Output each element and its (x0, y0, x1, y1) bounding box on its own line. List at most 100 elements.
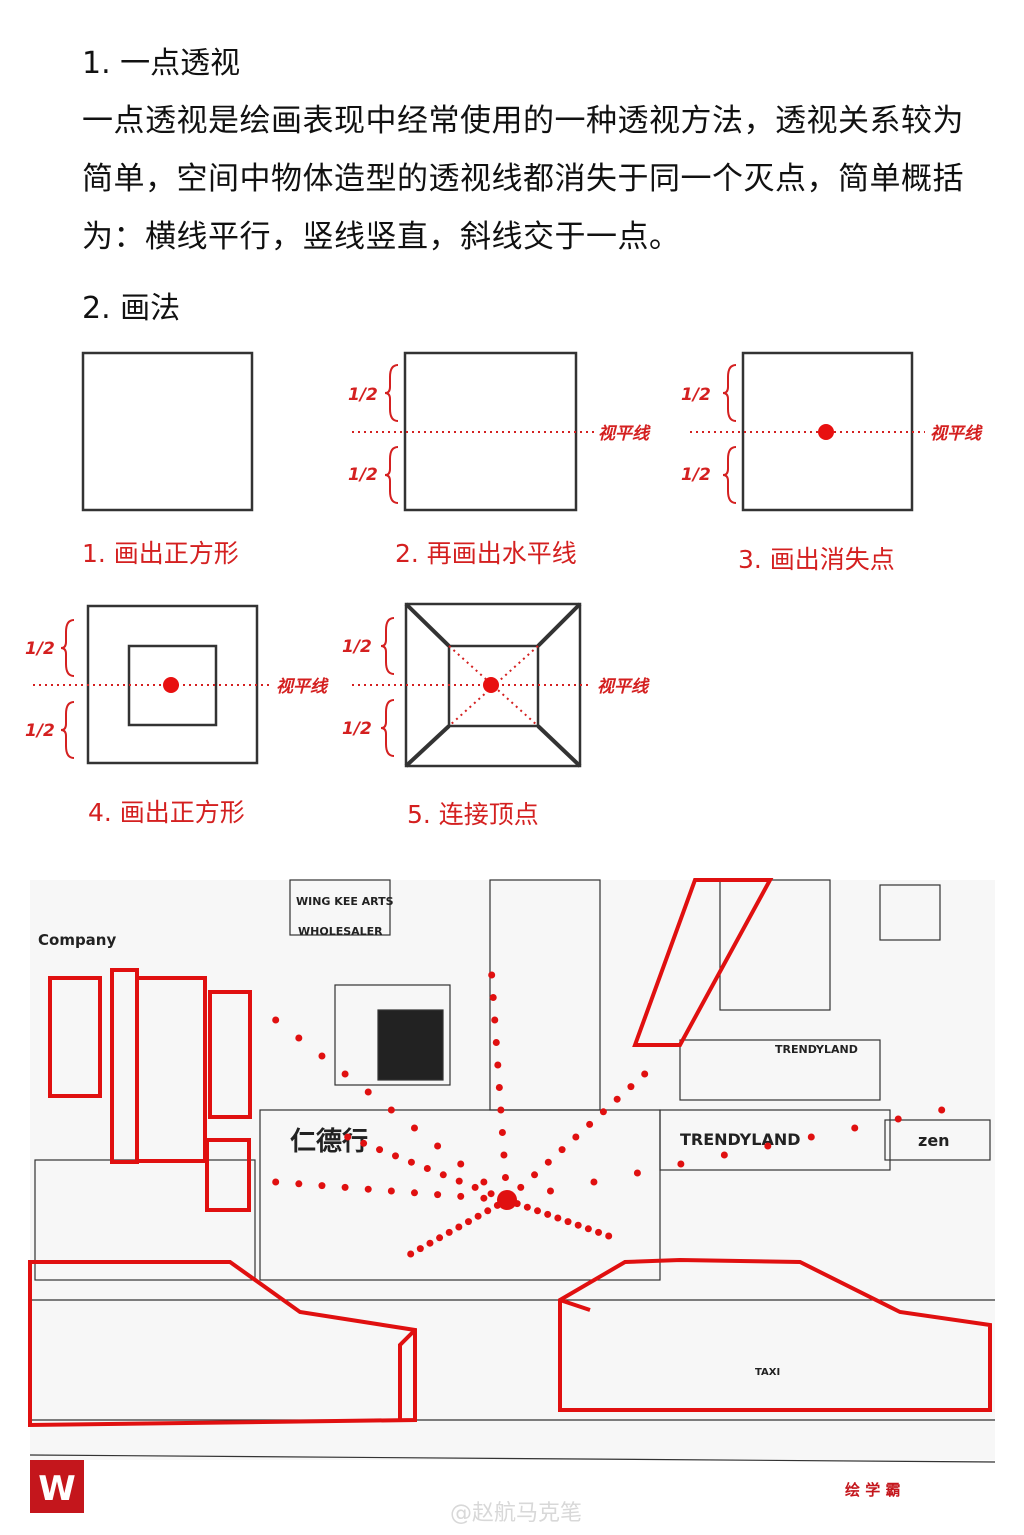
perspective-dot (500, 1151, 508, 1159)
perspective-dot (851, 1124, 859, 1132)
perspective-dot (492, 1039, 500, 1046)
perspective-dot (455, 1177, 463, 1185)
perspective-dot (599, 1108, 607, 1116)
vanishing-point-5 (483, 677, 499, 693)
perspective-dot (360, 1139, 368, 1147)
section-2-title: 2. 画法 (82, 291, 181, 326)
perspective-dot (295, 1034, 303, 1042)
perspective-dot (558, 1146, 566, 1154)
perspective-dot (341, 1183, 349, 1191)
perspective-dot (387, 1106, 395, 1114)
perspective-dot (426, 1239, 434, 1247)
perspective-dot (480, 1178, 488, 1186)
perspective-dot (434, 1142, 442, 1150)
perspective-dot (318, 1182, 326, 1190)
perspective-dot (495, 1084, 503, 1091)
watermark: @赵航马克笔 (450, 1501, 582, 1526)
perspective-dot (517, 1183, 525, 1191)
half-label: 1/2 (25, 639, 55, 659)
perspective-dot (497, 1106, 505, 1114)
vanishing-point-3 (818, 424, 834, 440)
perspective-dot (498, 1129, 506, 1136)
logo-letter: W (38, 1469, 76, 1509)
perspective-dot (416, 1245, 424, 1253)
perspective-dot (387, 1187, 395, 1195)
horizon-label: 视平线 (276, 677, 329, 697)
perspective-dot (464, 1218, 472, 1226)
perspective-dot (554, 1214, 562, 1222)
horizon-label: 视平线 (930, 424, 983, 444)
scene-vanishing-point (497, 1190, 517, 1210)
perspective-dot (436, 1234, 444, 1242)
perspective-dot (471, 1183, 479, 1191)
perspective-outlines (28, 878, 992, 1428)
perspective-dot (590, 1178, 598, 1186)
perspective-dot (534, 1207, 542, 1215)
vanishing-dots (272, 971, 946, 1258)
half-label: 1/2 (25, 721, 55, 741)
perspective-dot (410, 1189, 418, 1197)
perspective-dot (318, 1052, 326, 1060)
perspective-dot (627, 1083, 635, 1091)
perspective-dot (341, 1070, 349, 1078)
perspective-dot (376, 1146, 384, 1154)
step4-caption: 4. 画出正方形 (88, 798, 245, 827)
perspective-dot (407, 1250, 415, 1258)
logo (30, 1460, 84, 1513)
perspective-dot (457, 1192, 465, 1200)
sign-text: zen (918, 1131, 950, 1150)
half-label: 1/2 (681, 465, 711, 485)
brand-text: 绘 学 霸 (845, 1481, 900, 1499)
perspective-dot (457, 1160, 465, 1168)
perspective-dot (586, 1120, 594, 1128)
half-label: 1/2 (348, 465, 378, 485)
perspective-dot (894, 1115, 902, 1123)
step2-caption: 2. 再画出水平线 (395, 539, 577, 568)
sign-text: WING KEE ARTS (296, 895, 394, 908)
perspective-dot (272, 1178, 280, 1186)
perspective-dot (474, 1212, 482, 1220)
perspective-dot (423, 1165, 431, 1172)
perspective-dot (445, 1228, 453, 1236)
perspective-dot (605, 1232, 613, 1240)
step5-caption: 5. 连接顶点 (407, 800, 539, 829)
perspective-dot (677, 1160, 685, 1168)
sign-text: Company (38, 931, 116, 949)
sign-text: TRENDYLAND (775, 1043, 858, 1056)
perspective-dot (544, 1210, 552, 1218)
perspective-dot (494, 1061, 502, 1069)
sign-text: WHOLESALER (298, 925, 383, 938)
perspective-dot (572, 1133, 580, 1141)
perspective-dot (272, 1016, 280, 1024)
perspective-dot (544, 1158, 552, 1166)
perspective-dot (584, 1225, 592, 1233)
section-1-title: 1. 一点透视 (82, 46, 241, 81)
sign-text: TRENDYLAND (680, 1130, 801, 1149)
perspective-dot (410, 1124, 418, 1132)
perspective-dot (344, 1133, 352, 1141)
perspective-dot (491, 1016, 499, 1024)
step3-caption: 3. 画出消失点 (738, 545, 895, 574)
perspective-dot (455, 1223, 463, 1231)
perspective-dot (546, 1187, 554, 1195)
perspective-dot (764, 1142, 772, 1150)
perspective-dot (613, 1095, 621, 1103)
step1-square (81, 351, 254, 512)
street-scene (29, 879, 996, 1463)
perspective-dot (295, 1180, 303, 1188)
horizon-label: 视平线 (598, 424, 651, 444)
half-label: 1/2 (348, 385, 378, 405)
perspective-dot (489, 994, 497, 1001)
perspective-dot (364, 1088, 372, 1096)
perspective-dot (434, 1191, 442, 1199)
perspective-dot (564, 1218, 572, 1226)
perspective-dot (807, 1133, 815, 1141)
vanishing-point-4 (163, 677, 179, 693)
perspective-dot (391, 1152, 399, 1160)
perspective-dot (595, 1228, 603, 1236)
perspective-dot (641, 1070, 649, 1078)
perspective-dot (487, 1190, 495, 1198)
horizon-label: 视平线 (597, 677, 650, 697)
half-label: 1/2 (681, 385, 711, 405)
